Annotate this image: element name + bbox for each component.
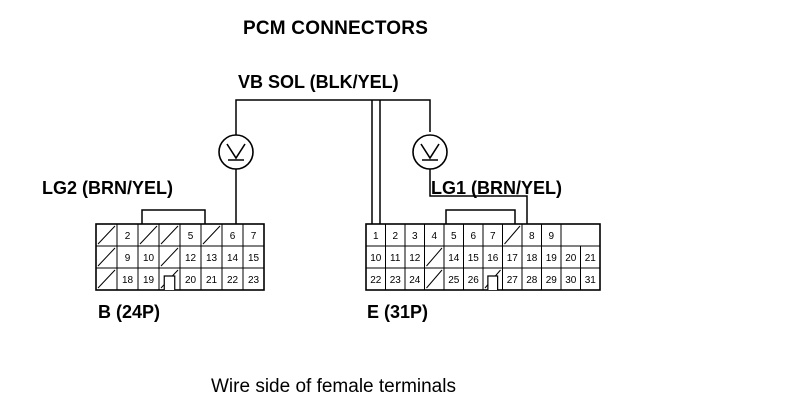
connector-e-label: E (31P) [367, 302, 429, 322]
svg-text:11: 11 [390, 253, 401, 264]
svg-text:5: 5 [188, 231, 194, 242]
svg-text:10: 10 [370, 253, 382, 264]
svg-text:9: 9 [548, 231, 554, 242]
svg-text:28: 28 [526, 275, 538, 286]
svg-text:15: 15 [468, 253, 480, 264]
svg-text:5: 5 [451, 231, 457, 242]
svg-text:1: 1 [373, 231, 379, 242]
svg-text:13: 13 [206, 253, 218, 264]
lg1-solenoid-icon [412, 134, 448, 170]
lg2-wire-label: LG2 (BRN/YEL) [42, 178, 174, 198]
connector-e-terminal: 31 [580, 267, 601, 291]
svg-text:30: 30 [565, 275, 577, 286]
vb-sol-wire [235, 99, 431, 148]
svg-text:6: 6 [230, 231, 236, 242]
svg-text:24: 24 [409, 275, 421, 286]
svg-text:22: 22 [227, 275, 239, 286]
svg-text:14: 14 [227, 253, 239, 264]
svg-text:19: 19 [143, 275, 155, 286]
svg-text:7: 7 [490, 231, 496, 242]
svg-text:4: 4 [431, 231, 437, 242]
svg-text:20: 20 [185, 275, 197, 286]
connector-b-terminal: 23 [242, 267, 265, 291]
svg-text:23: 23 [390, 275, 402, 286]
svg-text:7: 7 [251, 231, 257, 242]
svg-text:15: 15 [248, 253, 260, 264]
svg-text:19: 19 [546, 253, 558, 264]
svg-text:20: 20 [565, 253, 577, 264]
lg1-wire [429, 168, 528, 224]
svg-text:22: 22 [370, 275, 382, 286]
svg-text:6: 6 [470, 231, 476, 242]
svg-text:2: 2 [125, 231, 131, 242]
svg-text:31: 31 [585, 275, 597, 286]
svg-text:16: 16 [487, 253, 499, 264]
svg-text:18: 18 [526, 253, 538, 264]
svg-text:9: 9 [125, 253, 131, 264]
svg-text:26: 26 [468, 275, 480, 286]
svg-text:21: 21 [585, 253, 597, 264]
svg-text:8: 8 [529, 231, 535, 242]
svg-text:17: 17 [507, 253, 519, 264]
svg-text:2: 2 [392, 231, 398, 242]
diagram-caption: Wire side of female terminals [211, 376, 456, 397]
svg-text:29: 29 [546, 275, 558, 286]
svg-text:21: 21 [206, 275, 218, 286]
svg-text:25: 25 [448, 275, 460, 286]
svg-text:18: 18 [122, 275, 134, 286]
svg-text:12: 12 [409, 253, 421, 264]
svg-text:27: 27 [507, 275, 519, 286]
lg1-wire-label: LG1 (BRN/YEL) [431, 178, 563, 198]
svg-text:14: 14 [448, 253, 460, 264]
vb-sol-feed-wire [371, 100, 381, 224]
svg-text:23: 23 [248, 275, 260, 286]
diagram-title: PCM CONNECTORS [243, 18, 429, 39]
connector-e-latch [445, 209, 516, 224]
connector-b: 2 5 6 7 9 10 12 13 14 15 18 19 20 21 22 23 [95, 223, 265, 291]
lg2-solenoid-icon [218, 134, 254, 170]
connector-e-key-notch [487, 275, 499, 290]
svg-text:12: 12 [185, 253, 197, 264]
svg-text:10: 10 [143, 253, 155, 264]
vb-sol-wire-label: VB SOL (BLK/YEL) [238, 72, 399, 92]
connector-b-key-notch [163, 275, 176, 290]
svg-text:3: 3 [412, 231, 418, 242]
connector-b-label: B (24P) [98, 302, 161, 322]
connector-b-latch [141, 209, 206, 224]
